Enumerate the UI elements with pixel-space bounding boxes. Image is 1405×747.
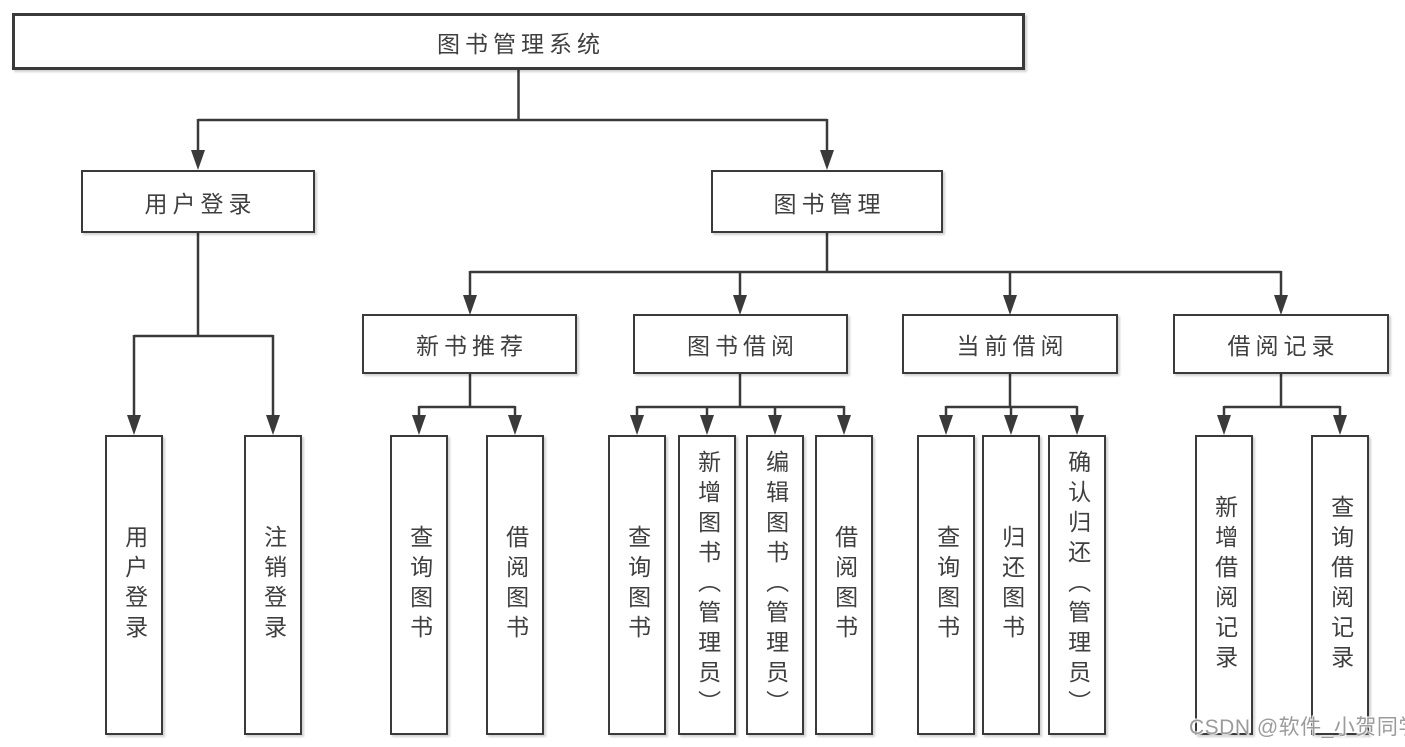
leaf-query-books-recommend: 查询图书 bbox=[390, 435, 448, 735]
leaf-edit-books-admin: 编辑图书（管理员） bbox=[746, 435, 804, 735]
node-book-management-system: 图书管理系统 bbox=[12, 13, 1025, 70]
node-book-borrowing: 图书借阅 bbox=[633, 314, 848, 374]
leaf-add-borrow-record: 新增借阅记录 bbox=[1195, 435, 1253, 735]
leaf-user-login: 用户登录 bbox=[105, 435, 163, 735]
leaf-query-books-borrowing: 查询图书 bbox=[608, 435, 666, 735]
node-book-management: 图书管理 bbox=[711, 170, 943, 233]
leaf-query-borrow-record: 查询借阅记录 bbox=[1311, 435, 1369, 735]
node-borrowing-records: 借阅记录 bbox=[1173, 314, 1389, 374]
node-new-book-recommend: 新书推荐 bbox=[362, 314, 577, 374]
csdn-watermark: CSDN @软件_小贺同学 bbox=[1189, 716, 1405, 739]
node-current-borrowing: 当前借阅 bbox=[902, 314, 1118, 374]
leaf-borrow-books-recommend: 借阅图书 bbox=[486, 435, 544, 735]
arrowheads bbox=[127, 150, 1347, 435]
node-user-login: 用户登录 bbox=[81, 170, 315, 233]
leaf-confirm-return-admin: 确认归还（管理员） bbox=[1048, 435, 1106, 735]
leaf-query-books-current: 查询图书 bbox=[917, 435, 975, 735]
leaf-add-books-admin: 新增图书（管理员） bbox=[678, 435, 736, 735]
leaf-logout: 注销登录 bbox=[244, 435, 302, 735]
leaf-borrow-books-borrowing: 借阅图书 bbox=[815, 435, 873, 735]
leaf-return-books: 归还图书 bbox=[982, 435, 1040, 735]
